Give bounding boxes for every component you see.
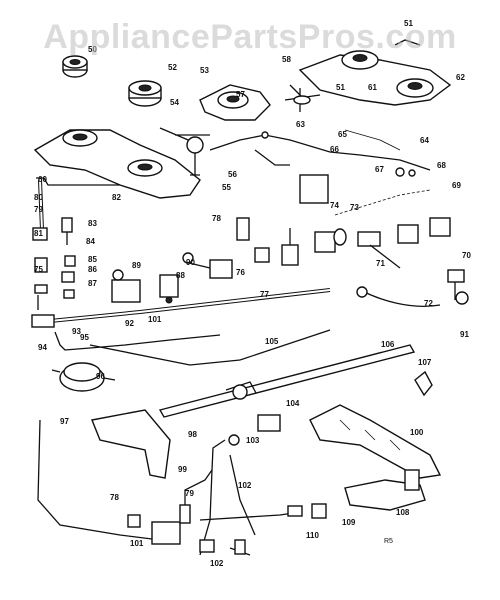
- heat-shield: [91, 409, 171, 479]
- burner-cap-top-center: [128, 80, 162, 107]
- callout-number-66: 66: [330, 145, 339, 154]
- burner-spreader-top-right: [298, 39, 452, 106]
- callout-number-108: 108: [396, 508, 410, 517]
- callout-number-99: 99: [178, 465, 187, 474]
- callout-number-102: 102: [238, 481, 252, 490]
- callout-numbers: 50 52 53 51 62 51 54 57 58 61 63 65 64 66 56 55 60 67 68 82…: [34, 19, 471, 568]
- callout-number-109: 109: [342, 518, 356, 527]
- callout-number-58: 58: [282, 55, 291, 64]
- callout-number-79: 79: [185, 489, 194, 498]
- safety-valve: [199, 414, 281, 556]
- callout-number-54: 54: [170, 98, 179, 107]
- callout-number-51: 51: [336, 83, 345, 92]
- burner-spreader-left: [33, 129, 201, 199]
- callout-number-105: 105: [265, 337, 279, 346]
- callout-number-53: 53: [200, 66, 209, 75]
- callout-number-60: 60: [38, 175, 47, 184]
- callout-number-101: 101: [148, 315, 162, 324]
- callout-number-78: 78: [212, 214, 221, 223]
- callout-number-68: 68: [437, 161, 446, 170]
- callout-number-95: 95: [80, 333, 89, 342]
- pressure-regulator: [51, 362, 116, 392]
- callout-number-87: 87: [88, 279, 97, 288]
- callout-number-78: 78: [110, 493, 119, 502]
- callout-number-67: 67: [375, 165, 384, 174]
- burner-tube-bar: [158, 344, 416, 418]
- callout-number-90: 90: [186, 258, 195, 267]
- callout-number-56: 56: [228, 170, 237, 179]
- callout-number-91: 91: [460, 330, 469, 339]
- callout-number-61: 61: [368, 83, 377, 92]
- callout-number-104: 104: [286, 399, 300, 408]
- callout-number-85: 85: [88, 255, 97, 264]
- callout-number-106: 106: [381, 340, 395, 349]
- callout-number-84: 84: [86, 237, 95, 246]
- valve-group-right: [299, 174, 451, 269]
- callout-number-83: 83: [88, 219, 97, 228]
- callout-number-110: 110: [306, 531, 319, 540]
- callout-number-70: 70: [462, 251, 471, 260]
- callout-number-72: 72: [424, 299, 433, 308]
- ignitor-right: [356, 269, 469, 307]
- callout-number-51: 51: [404, 19, 413, 28]
- callout-number-50: 50: [88, 45, 97, 54]
- callout-number-96: 96: [96, 372, 105, 381]
- manifold-main: [31, 288, 331, 366]
- burner-spreader-upper-middle: [199, 84, 321, 121]
- bracket-part-right: [414, 370, 433, 397]
- callout-number-81: 81: [34, 229, 43, 238]
- callout-number-57: 57: [236, 90, 245, 99]
- callout-number-82: 82: [112, 193, 121, 202]
- callout-number-75: 75: [34, 265, 43, 274]
- callout-number-86: 86: [88, 265, 97, 274]
- callout-number-80: 80: [34, 193, 43, 202]
- burner-cap-top-left: [62, 55, 88, 78]
- top-gas-line: [209, 129, 431, 177]
- lower-gas-line: [37, 419, 327, 541]
- callout-number-63: 63: [296, 120, 305, 129]
- callout-number-55: 55: [222, 183, 231, 192]
- callout-number-98: 98: [188, 430, 197, 439]
- callout-number-76: 76: [236, 268, 245, 277]
- callout-number-93: 93: [72, 327, 81, 336]
- manifold-pipe-left: [32, 177, 120, 310]
- callout-number-77: 77: [260, 290, 269, 299]
- callout-number-102: 102: [210, 559, 224, 568]
- callout-number-88: 88: [176, 271, 185, 280]
- top-burner-valve-center: [159, 127, 210, 176]
- callout-number-74: 74: [330, 201, 339, 210]
- callout-number-103: 103: [246, 436, 260, 445]
- callout-number-92: 92: [125, 319, 134, 328]
- callout-number-71: 71: [376, 259, 385, 268]
- oven-burner: [309, 404, 442, 511]
- callout-number-79: 79: [34, 205, 43, 214]
- callout-number-73: 73: [350, 203, 359, 212]
- callout-number-94: 94: [38, 343, 47, 352]
- fittings-column: [61, 217, 76, 299]
- callout-number-97: 97: [60, 417, 69, 426]
- callout-number-62: 62: [456, 73, 465, 82]
- valve-group-middle: [111, 217, 299, 304]
- callout-number-69: 69: [452, 181, 461, 190]
- callout-number-64: 64: [420, 136, 429, 145]
- page-code: R5: [384, 538, 393, 545]
- bottom-valve: [127, 504, 251, 556]
- callout-number-89: 89: [132, 261, 141, 270]
- callout-number-65: 65: [338, 130, 347, 139]
- callout-number-101: 101: [130, 539, 144, 548]
- callout-number-107: 107: [418, 358, 432, 367]
- callout-number-100: 100: [410, 428, 424, 437]
- callout-number-52: 52: [168, 63, 177, 72]
